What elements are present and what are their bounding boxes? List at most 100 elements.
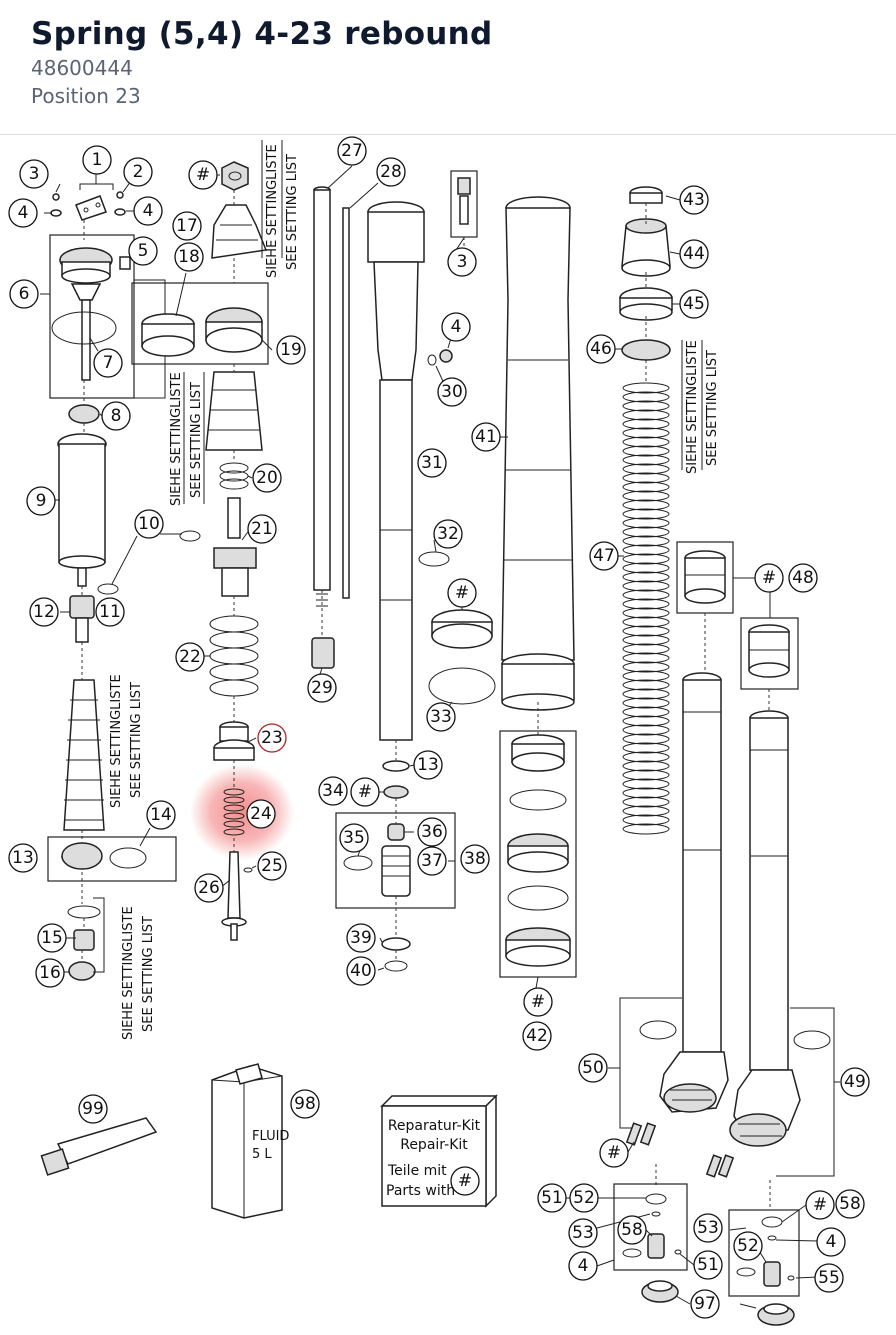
callout-2[interactable]: 2 [123, 157, 153, 187]
callout-44[interactable]: 44 [679, 239, 709, 269]
part-top-cap-group [50, 183, 126, 221]
callout-kit-symbol[interactable]: # [754, 563, 784, 593]
callout-34[interactable]: 34 [318, 776, 348, 806]
callout-20[interactable]: 20 [252, 463, 282, 493]
callout-43[interactable]: 43 [679, 185, 709, 215]
callout-58[interactable]: 58 [617, 1215, 647, 1245]
callout-text: 8 [111, 406, 122, 426]
callout-32[interactable]: 32 [433, 519, 463, 549]
callout-22[interactable]: 22 [175, 642, 205, 672]
callout-33[interactable]: 33 [426, 702, 456, 732]
callout-29[interactable]: 29 [307, 673, 337, 703]
callout-51[interactable]: 51 [693, 1250, 723, 1280]
callout-text: 42 [526, 1026, 548, 1046]
callout-35[interactable]: 35 [339, 823, 369, 853]
callout-6[interactable]: 6 [9, 279, 39, 309]
callout-50[interactable]: 50 [578, 1053, 608, 1083]
callout-1[interactable]: 1 [82, 145, 112, 175]
callout-31[interactable]: 31 [417, 448, 447, 478]
callout-9[interactable]: 9 [26, 486, 56, 516]
callout-kit-symbol[interactable]: # [447, 578, 477, 608]
callout-14[interactable]: 14 [146, 800, 176, 830]
callout-kit-symbol[interactable]: # [805, 1190, 835, 1220]
callout-24[interactable]: 24 [246, 799, 276, 829]
callout-4[interactable]: 4 [133, 196, 163, 226]
callout-text: 11 [99, 602, 121, 622]
part-37-oring [384, 960, 408, 972]
callout-text: 29 [311, 678, 333, 698]
callout-kit-symbol[interactable]: # [188, 160, 218, 190]
callout-4[interactable]: 4 [816, 1227, 846, 1257]
callout-52[interactable]: 52 [569, 1183, 599, 1213]
callout-kit-symbol[interactable]: # [599, 1138, 629, 1168]
callout-37[interactable]: 37 [417, 846, 447, 876]
callout-11[interactable]: 11 [95, 597, 125, 627]
part-42-45-stack [619, 186, 703, 470]
callout-4[interactable]: 4 [8, 198, 38, 228]
callout-53[interactable]: 53 [693, 1213, 723, 1243]
callout-text: 33 [430, 707, 452, 727]
callout-23[interactable]: 23 [257, 723, 287, 753]
setting-note-en: SEE SETTING LIST [129, 682, 144, 798]
callout-16[interactable]: 16 [35, 958, 65, 988]
callout-text: 4 [578, 1256, 589, 1276]
callout-text: 53 [572, 1223, 594, 1243]
callout-7[interactable]: 7 [93, 348, 123, 378]
callout-39[interactable]: 39 [346, 923, 376, 953]
callout-8[interactable]: 8 [101, 401, 131, 431]
callout-58[interactable]: 58 [835, 1189, 865, 1219]
callout-text: 4 [143, 201, 154, 221]
callout-12[interactable]: 12 [29, 597, 59, 627]
part-28-nut [311, 637, 335, 669]
callout-25[interactable]: 25 [257, 851, 287, 881]
callout-99[interactable]: 99 [78, 1094, 108, 1124]
exploded-parts-diagram: FLUID 5 L Reparatur-Kit Repair-Kit Teile… [8, 136, 870, 1326]
callout-97[interactable]: 97 [690, 1289, 720, 1319]
callout-kit-symbol[interactable]: # [350, 777, 380, 807]
callout-98[interactable]: 98 [290, 1089, 320, 1119]
callout-text: 97 [694, 1294, 716, 1314]
callout-48[interactable]: 48 [788, 563, 818, 593]
setting-note-de: SIEHE SETTINGLISTE [121, 906, 136, 1040]
callout-45[interactable]: 45 [679, 289, 709, 319]
callout-13[interactable]: 13 [413, 750, 443, 780]
callout-26[interactable]: 26 [194, 873, 224, 903]
callout-4[interactable]: 4 [441, 312, 471, 342]
callout-text: 46 [590, 339, 612, 359]
callout-36[interactable]: 36 [417, 817, 447, 847]
callout-42[interactable]: 42 [522, 1021, 552, 1051]
callout-18[interactable]: 18 [174, 242, 204, 272]
callout-28[interactable]: 28 [376, 157, 406, 187]
callout-49[interactable]: 49 [840, 1067, 870, 1097]
callout-17[interactable]: 17 [172, 211, 202, 241]
callout-40[interactable]: 40 [346, 956, 376, 986]
callout-3[interactable]: 3 [447, 247, 477, 277]
callout-3[interactable]: 3 [19, 159, 49, 189]
callout-5[interactable]: 5 [128, 236, 158, 266]
callout-30[interactable]: 30 [437, 377, 467, 407]
callout-19[interactable]: 19 [276, 335, 306, 365]
part-98-grease-tube [40, 1117, 158, 1176]
callout-53[interactable]: 53 [568, 1218, 598, 1248]
callout-text: # [607, 1143, 621, 1163]
callout-4[interactable]: 4 [568, 1251, 598, 1281]
callout-kit-symbol[interactable]: # [523, 987, 553, 1017]
callout-text: 15 [41, 928, 63, 948]
callout-21[interactable]: 21 [247, 514, 277, 544]
callout-text: 49 [844, 1072, 866, 1092]
callout-52[interactable]: 52 [733, 1231, 763, 1261]
part-33-seal [383, 785, 409, 799]
callout-text: # [531, 992, 545, 1012]
callout-46[interactable]: 46 [586, 334, 616, 364]
callout-47[interactable]: 47 [589, 541, 619, 571]
part-20-adjuster [213, 497, 257, 597]
callout-55[interactable]: 55 [814, 1263, 844, 1293]
callout-10[interactable]: 10 [134, 509, 164, 539]
callout-15[interactable]: 15 [37, 923, 67, 953]
callout-27[interactable]: 27 [337, 136, 367, 166]
callout-41[interactable]: 41 [471, 422, 501, 452]
callout-13[interactable]: 13 [8, 843, 38, 873]
callout-text: 51 [697, 1255, 719, 1275]
callout-51[interactable]: 51 [537, 1183, 567, 1213]
callout-38[interactable]: 38 [460, 844, 490, 874]
